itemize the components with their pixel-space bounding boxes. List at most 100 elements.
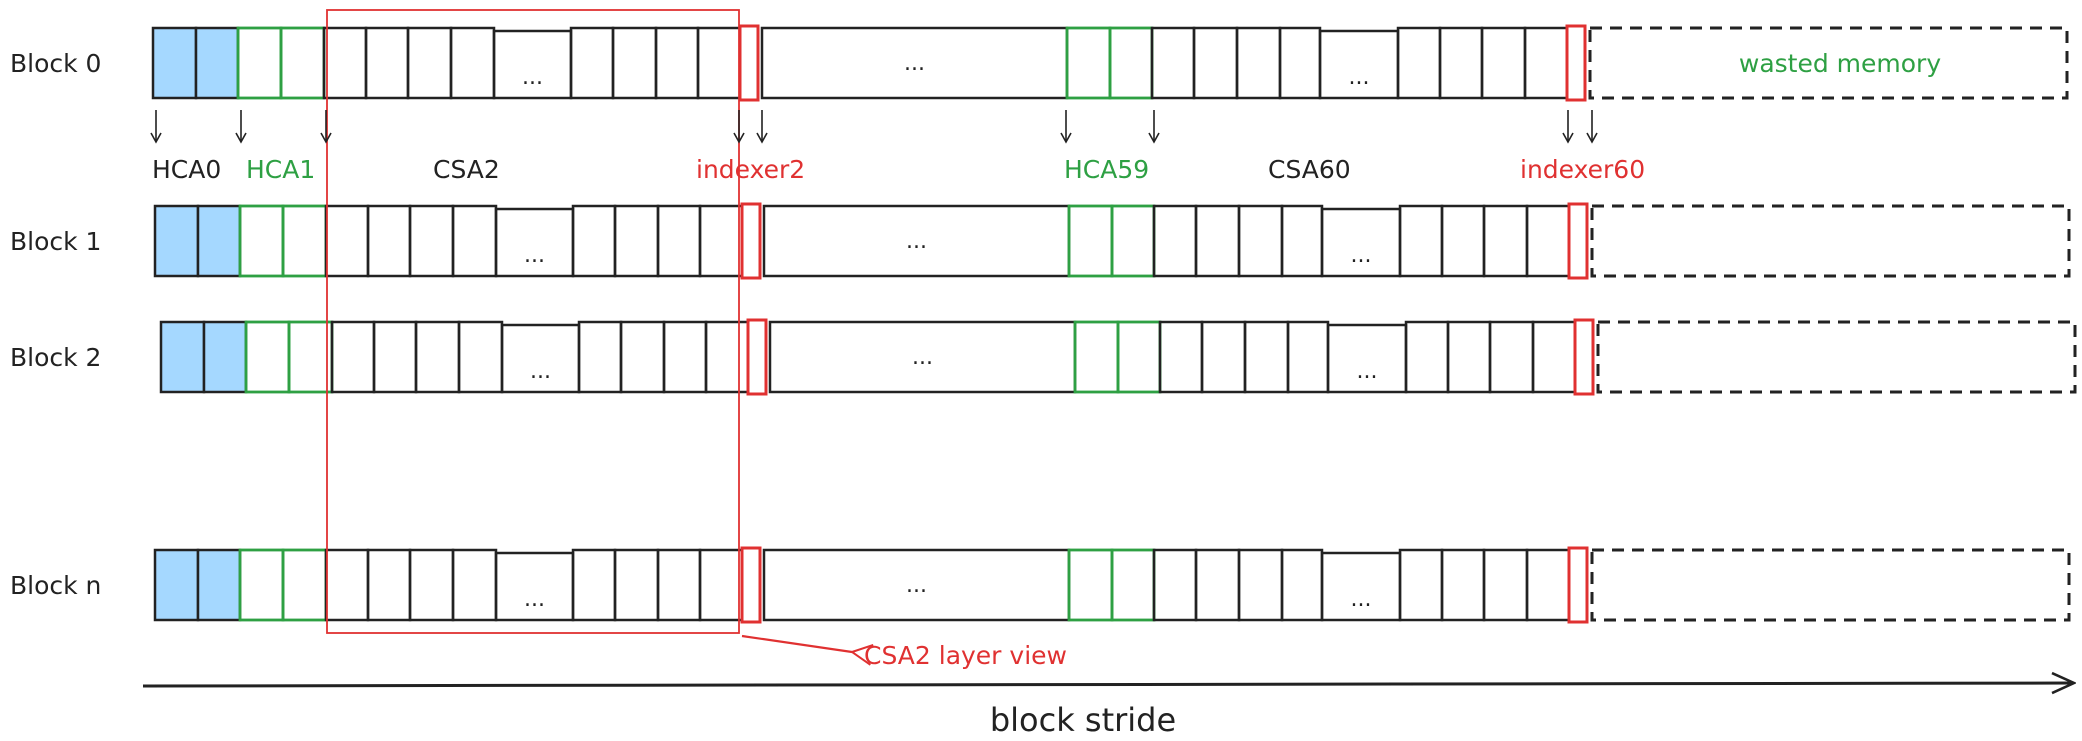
wasted-memory-region — [1590, 548, 2071, 622]
csa60-slot — [1200, 320, 1247, 394]
csa60-slot — [1480, 26, 1527, 100]
ellipsis-text: ... — [522, 65, 543, 90]
csa2-slot — [662, 320, 708, 394]
csa2-slot — [656, 548, 702, 622]
csa60-slot — [1482, 548, 1529, 622]
hca0-slot — [196, 548, 242, 622]
csa2-slot — [408, 204, 455, 278]
layer-label: indexer2 — [696, 155, 805, 184]
block-row-0: Block 0......... wasted memory — [10, 24, 2069, 102]
csa2-slot — [366, 204, 412, 278]
indexer2-slot — [738, 24, 760, 102]
hca1-slot — [279, 26, 326, 100]
indexer60-slot — [1567, 202, 1589, 280]
csa60-slot — [1446, 320, 1492, 394]
csa60-slot — [1152, 548, 1198, 622]
csa60-slot — [1398, 548, 1444, 622]
hca1-slot — [236, 26, 283, 100]
csa60-slot — [1237, 548, 1284, 622]
csa2-slot — [324, 548, 370, 622]
csa2-slot — [704, 320, 750, 394]
ellipsis-text: ... — [1351, 243, 1372, 268]
hca59-slot — [1067, 204, 1114, 278]
hca0-slot — [196, 204, 242, 278]
csa2-slot — [656, 204, 702, 278]
csa2-slot — [611, 26, 658, 100]
hca0-slot — [202, 320, 248, 394]
csa60-slot — [1488, 320, 1535, 394]
csa60-slot — [1194, 204, 1241, 278]
csa60-slot — [1286, 320, 1330, 394]
indexer60-slot — [1573, 318, 1595, 396]
csa2-slot — [613, 204, 660, 278]
csa2-slot — [457, 320, 504, 394]
csa60-slot — [1398, 204, 1444, 278]
layer-label: CSA60 — [1268, 155, 1351, 184]
block-label: Block 0 — [10, 49, 101, 78]
block-stride-label: block stride — [990, 701, 1176, 739]
csa2-slot — [619, 320, 666, 394]
indexer60-slot — [1565, 24, 1587, 102]
csa2-slot — [451, 204, 498, 278]
hca59-slot — [1110, 204, 1156, 278]
hca59-slot — [1110, 548, 1156, 622]
csa60-slot — [1404, 320, 1450, 394]
hca1-slot — [244, 320, 291, 394]
indexer60-slot — [1567, 546, 1589, 624]
wasted-memory-region — [1588, 26, 2069, 100]
layer-label: CSA2 — [433, 155, 500, 184]
wasted-memory-label: wasted memory — [1739, 49, 1941, 78]
hca1-slot — [287, 320, 334, 394]
indexer2-slot — [746, 318, 768, 396]
layer-label: indexer60 — [1520, 155, 1645, 184]
csa60-slot — [1158, 320, 1204, 394]
csa2-slot — [322, 26, 368, 100]
csa60-slot — [1280, 548, 1324, 622]
csa60-slot — [1150, 26, 1196, 100]
hca0-slot — [153, 204, 200, 278]
hca1-slot — [281, 548, 328, 622]
csa60-slot — [1482, 204, 1529, 278]
block-row-3: Block n......... — [10, 546, 2071, 624]
layer-label: HCA59 — [1064, 155, 1149, 184]
csa60-slot — [1194, 548, 1241, 622]
indexer2-slot — [740, 546, 762, 624]
csa2-slot — [577, 320, 623, 394]
csa60-slot — [1237, 204, 1284, 278]
csa60-slot — [1278, 26, 1322, 100]
csa2-slot — [366, 548, 412, 622]
block-label: Block 2 — [10, 343, 101, 372]
block-label: Block 1 — [10, 227, 101, 256]
ellipsis-text: ... — [1351, 587, 1372, 612]
hca59-slot — [1116, 320, 1162, 394]
ellipsis-text: ... — [906, 229, 927, 254]
csa60-slot — [1243, 320, 1290, 394]
hca1-slot — [281, 204, 328, 278]
csa60-slot — [1523, 26, 1569, 100]
wasted-memory-region — [1596, 320, 2077, 394]
hca0-slot — [151, 26, 198, 100]
csa2-slot — [372, 320, 418, 394]
ellipsis-text: ... — [904, 51, 925, 76]
ellipsis-text: ... — [1349, 65, 1370, 90]
block-label: Block n — [10, 571, 101, 600]
indexer2-slot — [740, 202, 762, 280]
csa60-slot — [1531, 320, 1577, 394]
csa2-slot — [449, 26, 496, 100]
csa2-layer-view-frame — [326, 9, 740, 634]
ellipsis-text: ... — [912, 345, 933, 370]
ellipsis-text: ... — [906, 573, 927, 598]
ellipsis-text: ... — [524, 587, 545, 612]
csa2-slot — [330, 320, 376, 394]
hca0-slot — [194, 26, 240, 100]
csa2-slot — [364, 26, 410, 100]
csa2-layer-view-label: CSA2 layer view — [864, 641, 1067, 670]
hca59-slot — [1073, 320, 1120, 394]
hca0-slot — [153, 548, 200, 622]
csa60-slot — [1152, 204, 1198, 278]
csa60-slot — [1438, 26, 1484, 100]
csa2-slot — [406, 26, 453, 100]
layer-label: HCA0 — [152, 155, 221, 184]
hca59-slot — [1065, 26, 1112, 100]
